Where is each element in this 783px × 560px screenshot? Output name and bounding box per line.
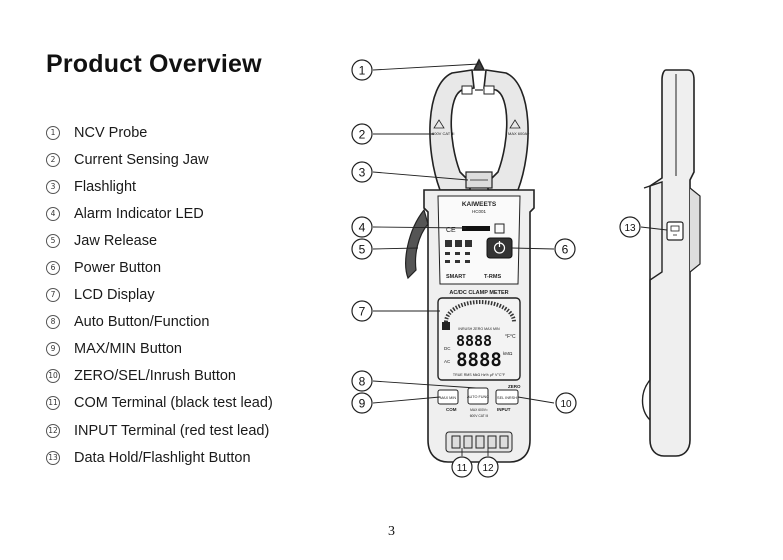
page-title: Product Overview: [46, 50, 262, 78]
list-item: 3 Flashlight: [46, 173, 273, 200]
item-label: LCD Display: [74, 287, 155, 304]
list-item: 5 Jaw Release: [46, 227, 273, 254]
callout-9: 9: [359, 397, 366, 411]
lcd-top-label: INRUSH ZERO MAX MIN: [458, 327, 500, 331]
item-number: 2: [46, 152, 60, 167]
callout-12: 12: [482, 463, 494, 474]
mode-right-label: T-RMS: [484, 274, 501, 280]
callout-markers: 1 2 3 4 5 6 7 8 9 10 11 12 13: [351, 59, 641, 478]
list-item: 11 COM Terminal (black test lead): [46, 390, 273, 417]
sel-button: SEL INRSH: [495, 389, 519, 405]
callout-8: 8: [359, 375, 366, 389]
item-label: Jaw Release: [74, 232, 158, 249]
item-number: 8: [46, 315, 60, 330]
lcd-bottom-label: TRUE RMS MkΩ Hz% μF V°C°F: [453, 373, 506, 377]
item-number: 13: [46, 450, 60, 465]
item-label: Current Sensing Jaw: [74, 151, 209, 168]
lcd-ac-label: AC: [444, 359, 451, 364]
current-jaw-illustration: [429, 58, 529, 191]
list-item: 7 LCD Display: [46, 282, 273, 309]
item-label: NCV Probe: [74, 124, 148, 141]
lcd-display: INRUSH ZERO MAX MIN 8888 °F°C DC AC 8888…: [437, 297, 521, 381]
mode-left-label: SMART: [446, 274, 466, 280]
list-item: 13 Data Hold/Flashlight Button: [46, 444, 273, 471]
callout-leaders: [372, 63, 668, 456]
lcd-unit-1: °F°C: [505, 334, 516, 340]
alarm-led-icon: CE: [446, 223, 505, 234]
maxmin-button: MAX MIN: [437, 389, 459, 405]
input-label: INPUT: [497, 407, 511, 412]
callout-5: 5: [359, 243, 366, 257]
callout-4: 4: [359, 221, 366, 235]
terminal-jacks: [445, 431, 513, 453]
lcd-dc-label: DC: [444, 346, 451, 351]
item-number: 10: [46, 369, 60, 384]
item-label: ZERO/SEL/Inrush Button: [74, 368, 236, 385]
brand-label: KAIWEETS: [462, 201, 497, 208]
hold-flashlight-button: [666, 221, 684, 241]
item-number: 11: [46, 396, 60, 411]
item-label: Alarm Indicator LED: [74, 205, 204, 222]
jaw-release-trigger: [405, 208, 429, 280]
item-label: Auto Button/Function: [74, 314, 210, 331]
callout-11: 11: [457, 463, 468, 474]
callout-13: 13: [624, 223, 636, 234]
list-item: 8 Auto Button/Function: [46, 309, 273, 336]
terminal-cat: 600V CAT III: [470, 414, 489, 418]
power-button: [486, 237, 513, 259]
item-number: 1: [46, 125, 60, 140]
callout-1: 1: [359, 64, 366, 78]
item-number: 9: [46, 342, 60, 357]
list-item: 1 NCV Probe: [46, 119, 273, 146]
terminal-rating: MAX 600V=: [470, 408, 488, 412]
item-number: 7: [46, 288, 60, 303]
callout-10: 10: [560, 399, 572, 410]
lcd-digits-2: 8888: [456, 349, 502, 371]
model-label: HC001: [472, 209, 487, 214]
jaw-rating-left: 600V CAT III: [432, 131, 455, 136]
component-list: 1 NCV Probe 2 Current Sensing Jaw 3 Flashli…: [46, 119, 273, 471]
list-item: 9 MAX/MIN Button: [46, 336, 273, 363]
callout-7: 7: [359, 305, 366, 319]
item-number: 3: [46, 179, 60, 194]
jaw-rating-right: MAX 600A~: [508, 131, 530, 136]
list-item: 12 INPUT Terminal (red test lead): [46, 417, 273, 444]
item-number: 5: [46, 233, 60, 248]
display-header: AC/DC CLAMP METER: [449, 290, 508, 296]
svg-text:CE: CE: [446, 227, 456, 234]
callout-6: 6: [562, 243, 569, 257]
list-item: 4 Alarm Indicator LED: [46, 200, 273, 227]
lcd-unit-2: kMΩ: [503, 351, 513, 356]
sel-label: SEL INRSH: [497, 396, 517, 400]
zero-label: ZERO: [508, 384, 521, 389]
item-label: MAX/MIN Button: [74, 341, 182, 358]
item-label: Data Hold/Flashlight Button: [74, 449, 251, 466]
side-view-illustration: [641, 69, 701, 457]
auto-label: AUTO FUNC: [467, 395, 489, 399]
item-label: Flashlight: [74, 178, 137, 195]
callout-2: 2: [359, 128, 366, 142]
item-label: INPUT Terminal (red test lead): [74, 422, 270, 439]
page-number: 3: [388, 524, 395, 539]
item-number: 12: [46, 423, 60, 438]
lcd-digits-1: 8888: [456, 332, 492, 350]
maxmin-label: MAX MIN: [440, 396, 457, 400]
item-number: 4: [46, 206, 60, 221]
auto-button: AUTO FUNC: [467, 387, 489, 405]
callout-3: 3: [359, 166, 366, 180]
item-label: COM Terminal (black test lead): [74, 395, 273, 412]
list-item: 2 Current Sensing Jaw: [46, 146, 273, 173]
item-number: 6: [46, 261, 60, 276]
mode-icons: [445, 240, 472, 263]
item-label: Power Button: [74, 260, 162, 277]
list-item: 6 Power Button: [46, 254, 273, 281]
com-label: COM: [446, 407, 457, 412]
jaw-warning-labels: 600V CAT III MAX 600A~: [432, 119, 530, 136]
list-item: 10 ZERO/SEL/Inrush Button: [46, 363, 273, 390]
